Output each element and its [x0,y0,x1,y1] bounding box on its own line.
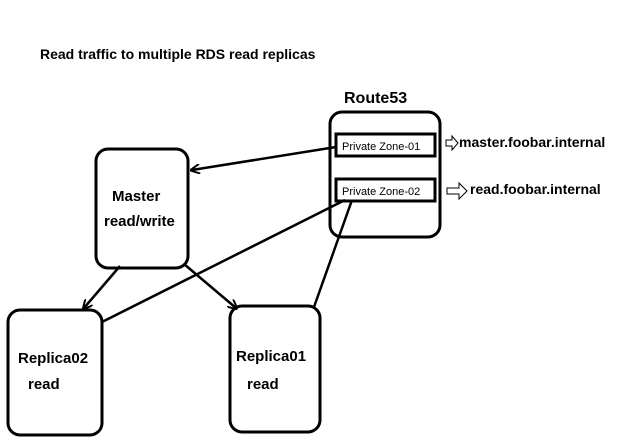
master-endpoint-arrow-icon [445,134,459,152]
replica01-box [228,304,322,434]
replica02-mode: read [28,376,60,393]
replica01-mode: read [247,376,279,393]
diagram-title: Read traffic to multiple RDS read replic… [40,46,316,62]
private-zone-01-box [334,132,437,158]
private-zone-02-label: Private Zone-02 [342,186,420,198]
read-endpoint-label: read.foobar.internal [470,181,601,197]
private-zone-02-box [334,177,437,203]
route53-label: Route53 [344,90,407,107]
master-mode: read/write [104,213,175,230]
replica02-title: Replica02 [18,350,88,367]
master-to-replica02-arrow [84,265,121,308]
master-title: Master [112,188,161,205]
replica01-title: Replica01 [236,348,306,365]
zone01-to-master-arrow [192,145,337,170]
zone02-to-replica01-line [312,199,354,308]
zone02-to-replica02-line [101,198,346,324]
master-box [94,147,190,270]
replica02-box [6,308,104,437]
master-endpoint-label: master.foobar.internal [459,134,605,150]
private-zone-01-label: Private Zone-01 [342,141,420,153]
master-to-replica01-arrow [183,263,236,308]
read-endpoint-arrow-icon [446,181,468,201]
